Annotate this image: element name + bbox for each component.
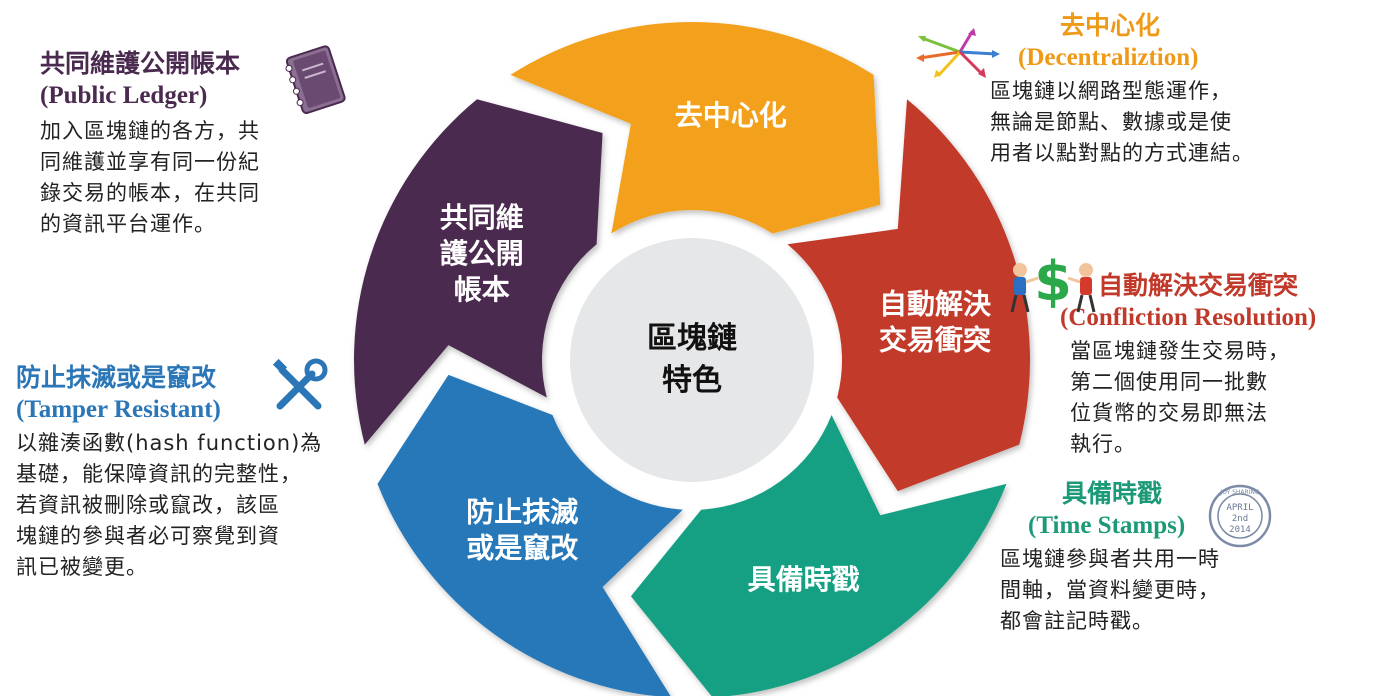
svg-text:$: $ <box>1034 250 1072 313</box>
timestamp-description: 區塊鏈參與者共用一時 間軸，當資料變更時， 都會註記時戳。 <box>1000 547 1220 633</box>
ledger-title-en: (Public Ledger) <box>40 82 208 109</box>
decentral-title-zh: 去中心化 <box>1060 11 1161 40</box>
ring-segment-5 <box>354 99 603 445</box>
segment-label-3-line-1: 具備時戳 <box>748 563 860 596</box>
segment-label-4-line-1: 防止抹滅 <box>466 496 578 529</box>
timestamp-block: 具備時戳 (Time Stamps) 區塊鏈參與者共用一時 間軸，當資料變更時，… <box>1000 478 1290 637</box>
postmark-stamp-icon: JOY SHARING APRIL 2nd 2014 <box>1208 484 1272 548</box>
tamper-block: 防止抹滅或是竄改 (Tamper Resistant) 以雜湊函數(hash f… <box>16 362 366 583</box>
svg-text:2nd: 2nd <box>1232 514 1248 524</box>
center-circle <box>570 238 814 482</box>
notebook-icon <box>285 45 346 115</box>
conflict-title-en: (Confliction Resolution) <box>1060 304 1317 331</box>
segment-label-5-line-1: 共同維 <box>440 201 524 234</box>
center-title-line2: 特色 <box>662 363 722 398</box>
tools-icon <box>272 358 328 410</box>
ledger-block: 共同維護公開帳本 (Public Ledger) 加入區塊鏈的各方，共 同維護並… <box>40 48 340 240</box>
timestamp-title-en: (Time Stamps) <box>1028 512 1186 539</box>
conflict-block: 自動解決交易衝突 (Confliction Resolution) 當區塊鏈發生… <box>1060 270 1380 460</box>
ledger-description: 加入區塊鏈的各方，共 同維護並享有同一份紀 錄交易的帳本，在共同 的資訊平台運作… <box>40 119 260 236</box>
segment-label-5-line-2: 護公開 <box>440 237 524 270</box>
ring-segment-2 <box>787 99 1030 492</box>
decentral-description: 區塊鏈以網路型態運作， 無論是節點、數據或是使 用者以點對點的方式連結。 <box>990 79 1254 165</box>
segment-label-2-line-1: 自動解決 <box>879 288 992 321</box>
svg-text:JOY SHARING: JOY SHARING <box>1219 489 1260 496</box>
tamper-description: 以雜湊函數(hash function)為 基礎，能保障資訊的完整性， 若資訊被… <box>16 431 323 579</box>
conflict-description: 當區塊鏈發生交易時， 第二個使用同一批數 位貨幣的交易即無法 執行。 <box>1070 339 1290 456</box>
svg-text:2014: 2014 <box>1229 525 1251 535</box>
segment-label-4-line-2: 或是竄改 <box>466 532 578 565</box>
decentral-title-en: (Decentraliztion) <box>1018 44 1199 71</box>
center-title-line1: 區塊鏈 <box>647 321 737 356</box>
money-dispute-icon: $ <box>1010 250 1096 313</box>
tamper-title-zh: 防止抹滅或是竄改 <box>16 363 217 392</box>
timestamp-title-zh: 具備時戳 <box>1062 479 1163 508</box>
arrows-icon <box>916 28 1000 78</box>
ledger-title-zh: 共同維護公開帳本 <box>40 49 241 78</box>
tamper-title-en: (Tamper Resistant) <box>16 396 221 423</box>
ring-segment-3 <box>630 414 1007 696</box>
decentral-block: 去中心化 (Decentraliztion) 區塊鏈以網路型態運作， 無論是節點… <box>990 10 1310 169</box>
ring-segment-4 <box>377 374 683 696</box>
segment-label-5-line-3: 帳本 <box>454 273 510 306</box>
segment-label-1-line-1: 去中心化 <box>675 99 787 132</box>
segment-label-2-line-2: 交易衝突 <box>879 324 991 357</box>
conflict-title-zh: 自動解決交易衝突 <box>1098 271 1299 300</box>
ring-segment-1 <box>510 21 881 234</box>
svg-text:APRIL: APRIL <box>1226 503 1253 513</box>
